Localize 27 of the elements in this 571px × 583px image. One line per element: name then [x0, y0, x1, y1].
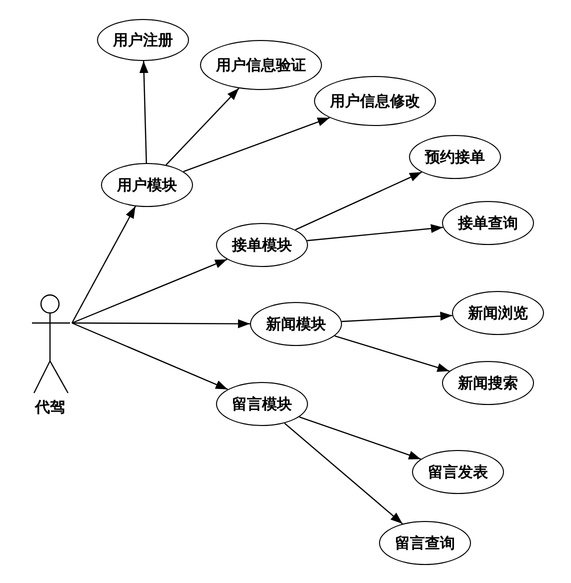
- use-case-ellipse: 用户信息验证: [200, 40, 322, 90]
- arrow: [72, 319, 250, 328]
- use-case-ellipse: 留言查询: [379, 521, 471, 565]
- arrow: [342, 312, 452, 322]
- actor-label: 代驾: [35, 398, 65, 417]
- use-case-ellipse: 留言发表: [412, 450, 504, 494]
- arrow: [334, 335, 450, 372]
- use-case-ellipse: 留言模块: [216, 382, 308, 426]
- arrow: [183, 117, 330, 172]
- use-case-ellipse: 接单查询: [442, 201, 534, 245]
- use-case-ellipse: 用户注册: [97, 19, 189, 61]
- use-case-ellipse: 预约接单: [409, 135, 501, 179]
- arrow: [72, 258, 228, 324]
- arrow: [307, 224, 443, 242]
- arrow: [139, 60, 148, 164]
- use-case-ellipse: 用户模块: [101, 163, 193, 207]
- arrow: [284, 422, 403, 524]
- use-case-ellipse: 新闻浏览: [452, 291, 544, 335]
- use-case-ellipse: 新闻模块: [250, 302, 342, 346]
- arrow: [299, 416, 421, 460]
- arrow: [166, 88, 240, 166]
- use-case-ellipse: 新闻搜索: [442, 361, 534, 405]
- arrow: [71, 206, 136, 324]
- arrow: [295, 172, 422, 230]
- use-case-ellipse: 用户信息修改: [314, 76, 436, 126]
- arrow: [72, 322, 228, 390]
- use-case-ellipse: 接单模块: [216, 223, 308, 267]
